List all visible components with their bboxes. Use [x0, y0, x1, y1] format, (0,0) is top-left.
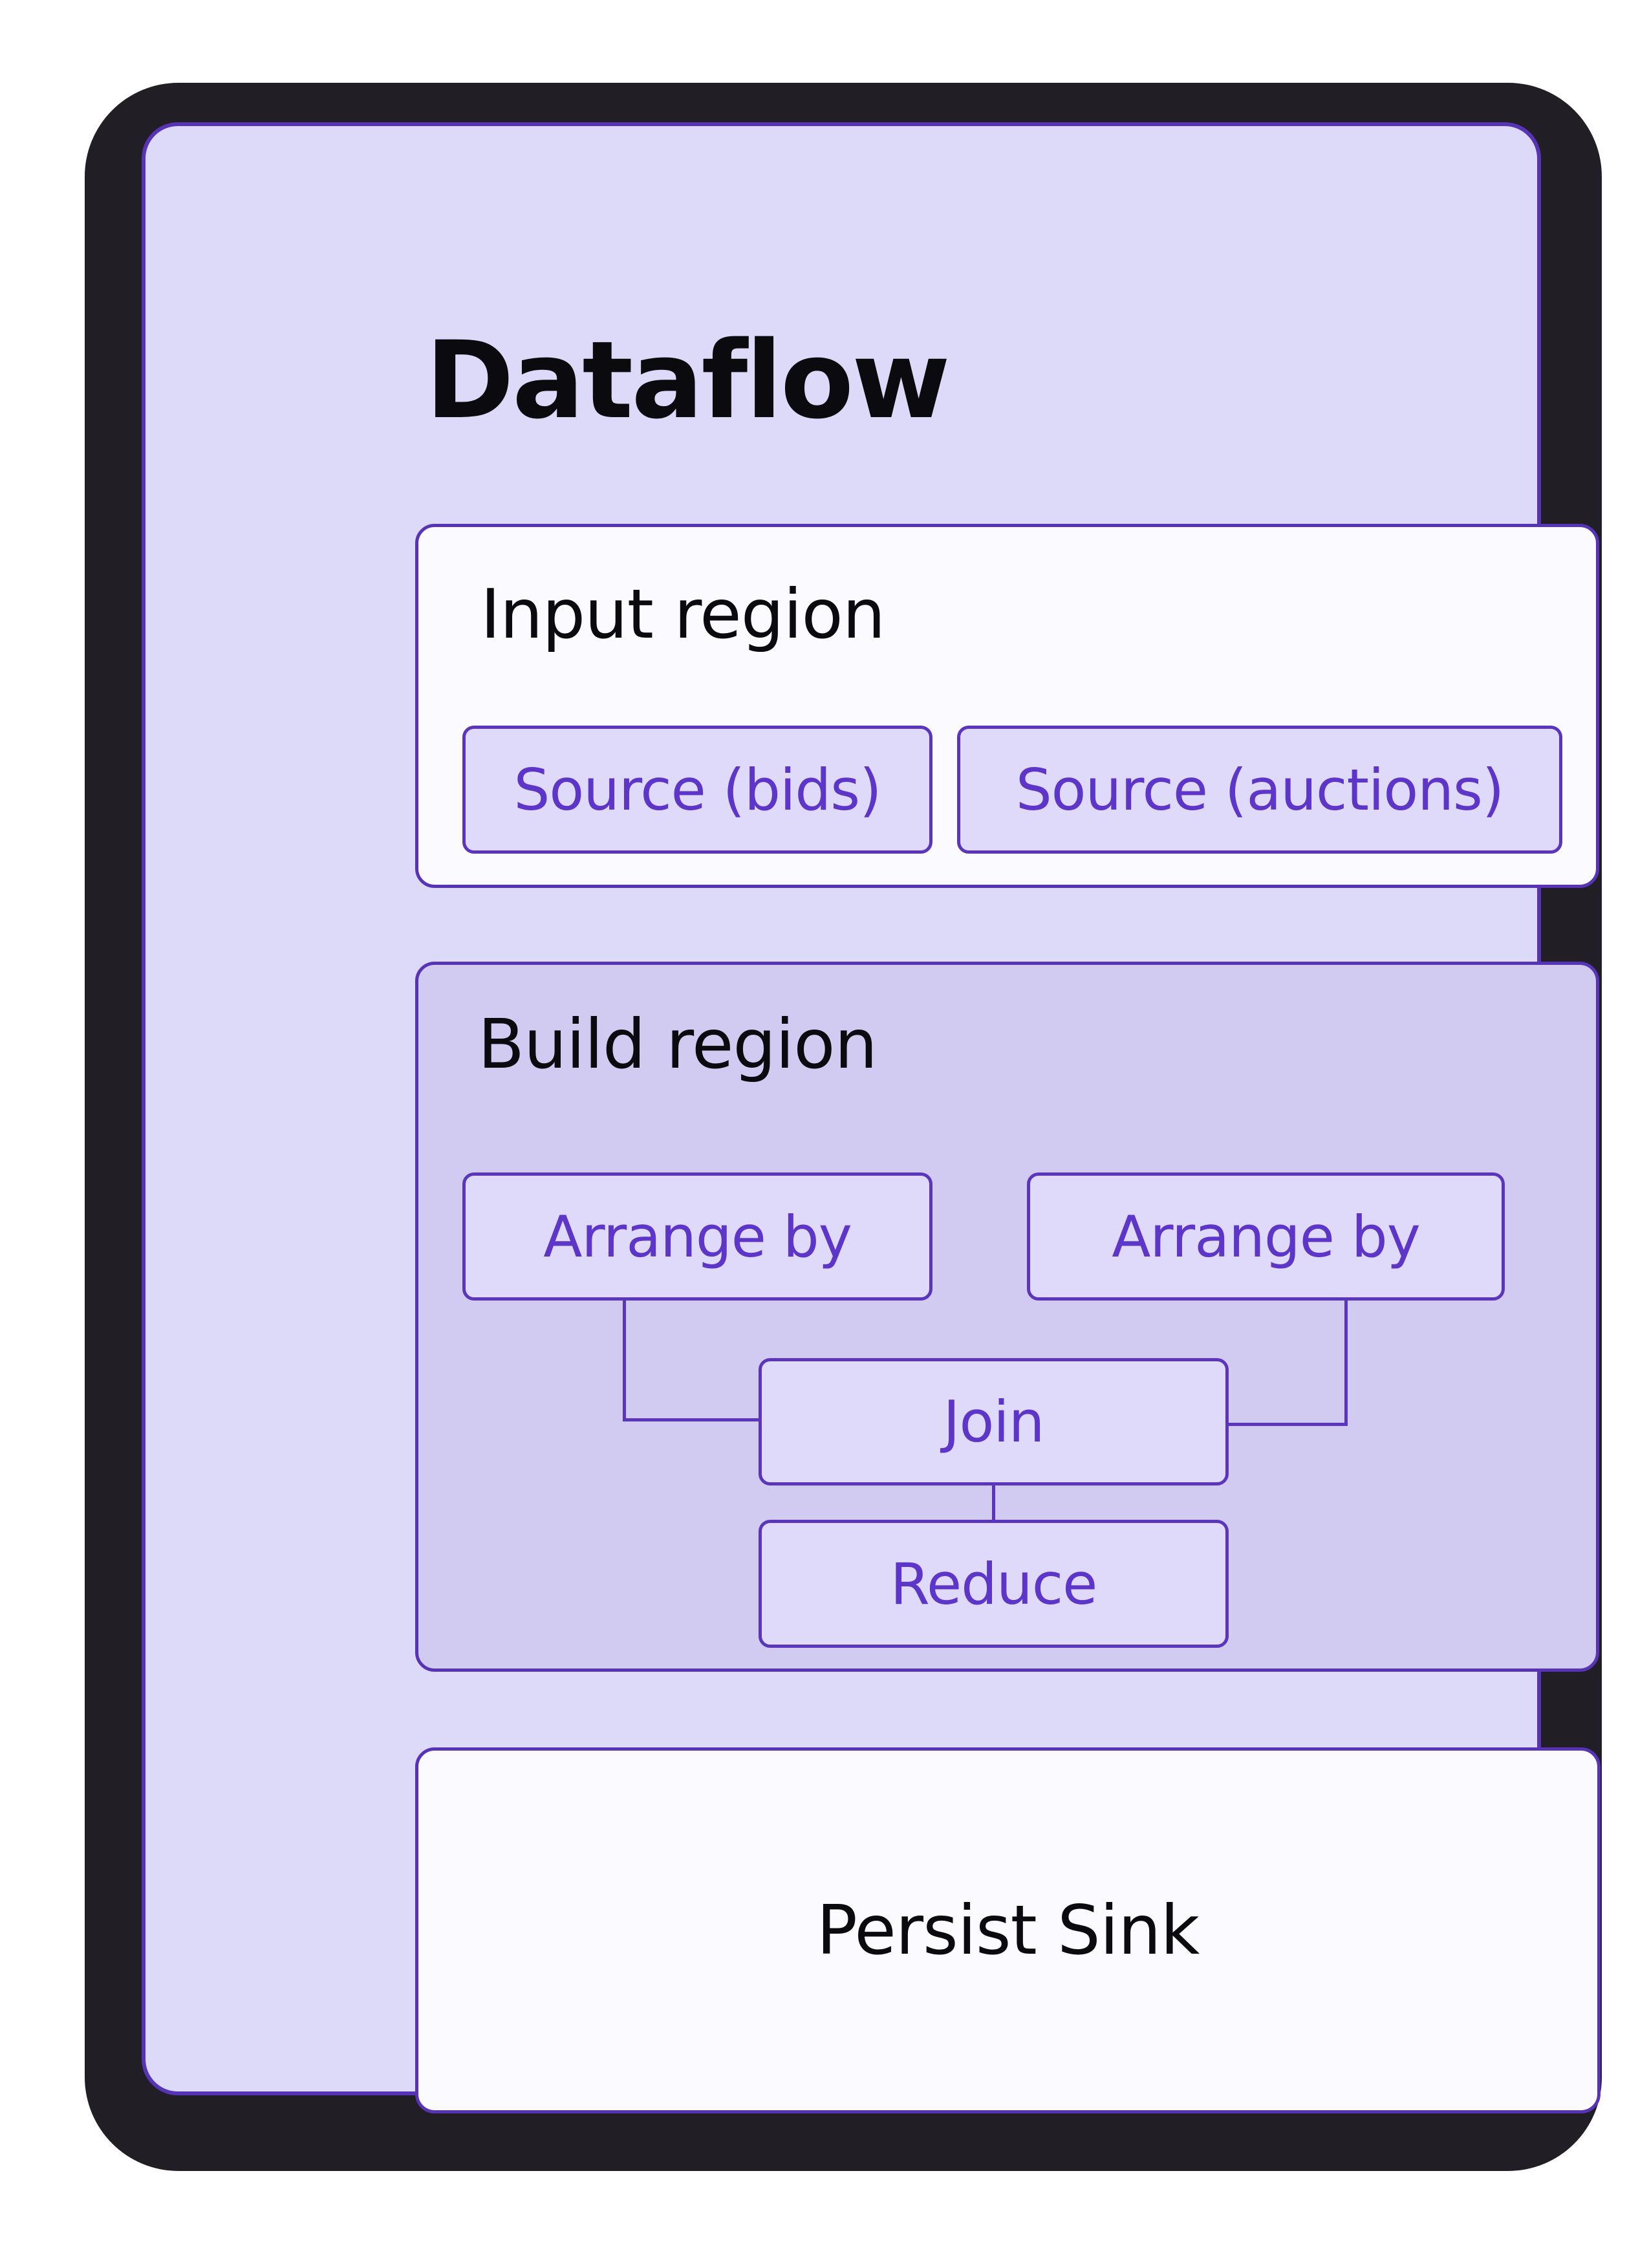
connector-arrange-right-down — [1344, 1298, 1348, 1426]
diagram-title: Dataflow — [426, 318, 951, 442]
connector-arrange-left-to-join — [623, 1418, 762, 1421]
node-arrange-by-right: Arrange by — [1027, 1172, 1505, 1301]
connector-arrange-right-to-join — [1225, 1423, 1348, 1426]
connector-arrange-left-down — [623, 1298, 626, 1418]
input-region-label: Input region — [480, 575, 885, 654]
node-join: Join — [759, 1358, 1229, 1485]
build-region-card: Build region Arrange by Arrange by Join … — [415, 962, 1599, 1672]
node-source-auctions: Source (auctions) — [957, 726, 1562, 854]
dataflow-panel: Dataflow Input region Source (bids) Sour… — [142, 122, 1600, 2113]
input-region-card: Input region Source (bids) Source (aucti… — [415, 524, 1599, 888]
persist-sink-label: Persist Sink — [816, 1891, 1200, 1970]
node-reduce: Reduce — [759, 1520, 1229, 1648]
persist-sink-card: Persist Sink — [415, 1747, 1600, 2113]
connector-join-to-reduce — [992, 1484, 995, 1522]
node-source-bids: Source (bids) — [462, 726, 932, 854]
node-arrange-by-left: Arrange by — [462, 1172, 932, 1301]
build-region-label: Build region — [478, 1005, 878, 1084]
